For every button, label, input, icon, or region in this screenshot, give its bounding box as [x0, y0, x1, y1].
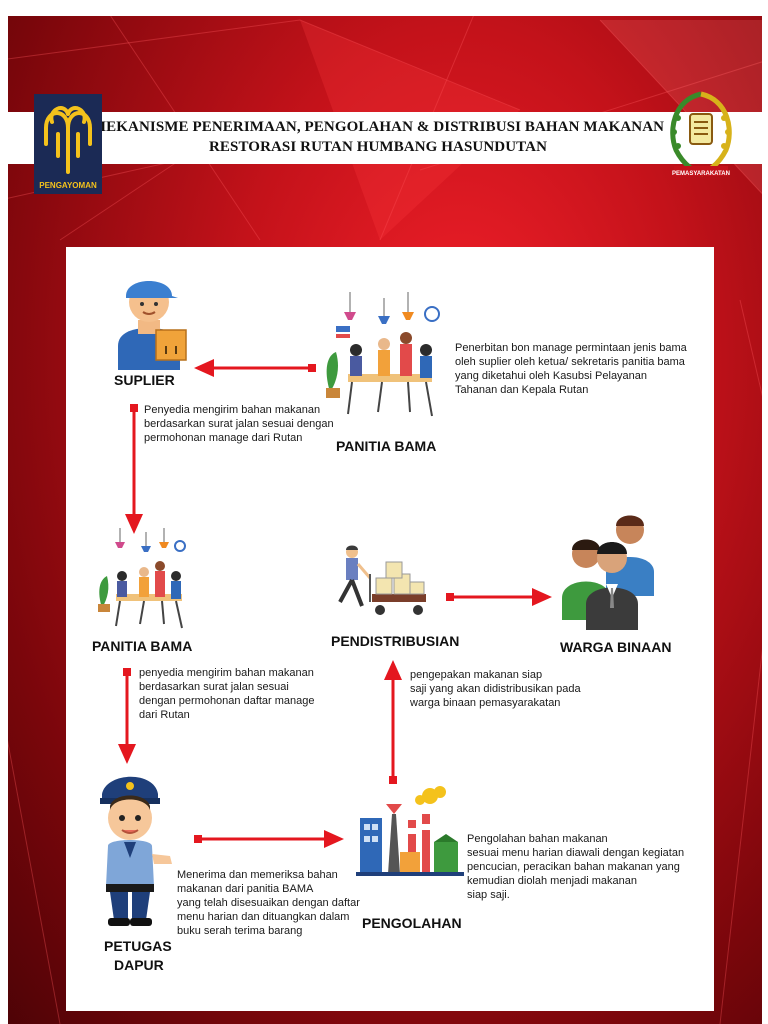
- top-frame: [0, 0, 768, 16]
- panitia-bama-mid-label: PANITIA BAMA: [92, 638, 193, 654]
- logo-right-text: PEMASYARAKATAN: [672, 171, 730, 177]
- arrow-petugas-to-pengolahan: [194, 830, 344, 848]
- note-menerima: Menerima dan memeriksa bahan makanan dar…: [177, 869, 360, 937]
- committee-meeting-icon-top: [326, 292, 440, 417]
- note-pengolahan: Pengolahan bahan makanan sesuai menu har…: [467, 833, 685, 901]
- left-frame: [0, 0, 8, 1024]
- pengayoman-tree-icon: [44, 106, 92, 174]
- note-penerbitan: Penerbitan bon manage permintaan jenis b…: [455, 342, 687, 396]
- right-frame: [762, 0, 768, 1024]
- header-band: [8, 112, 762, 164]
- suplier-label: SUPLIER: [114, 372, 175, 388]
- pemasyarakatan-emblem-icon: [670, 91, 732, 177]
- pendistribusian-label: PENDISTRIBUSIAN: [331, 633, 460, 649]
- factory-processing-icon: [356, 786, 464, 876]
- pengolahan-label: PENGOLAHAN: [362, 915, 462, 931]
- arrow-panitia-to-suplier: [194, 359, 316, 377]
- note-pengepakan: pengepakan makanan siap saji yang akan d…: [410, 669, 581, 709]
- inmates-group-icon: [562, 515, 654, 630]
- logo-left-text: PENGAYOMAN: [39, 181, 97, 190]
- arrow-pendistribusian-to-warga: [446, 588, 552, 606]
- pemasyarakatan-logo: PEMASYARAKATAN: [660, 88, 742, 188]
- title-line-1: MEKANISME PENERIMAAN, PENGOLAHAN & DISTR…: [91, 119, 665, 135]
- kitchen-officer-icon: [100, 776, 172, 926]
- petugas-label: PETUGAS: [104, 938, 172, 954]
- dapur-label: DAPUR: [114, 957, 164, 973]
- arrow-pengolahan-to-pendistribusian: [384, 660, 402, 784]
- delivery-cart-icon: [338, 545, 426, 615]
- note-penyedia-2: penyedia mengirim bahan makanan berdasar…: [139, 667, 315, 721]
- arrow-panitia-to-petugas: [118, 668, 136, 764]
- warga-binaan-label: WARGA BINAAN: [560, 639, 672, 655]
- title-line-2: RESTORASI RUTAN HUMBANG HASUNDUTAN: [208, 139, 548, 155]
- note-penyedia-1: Penyedia mengirim bahan makanan berdasar…: [144, 404, 334, 444]
- panitia-bama-top-label: PANITIA BAMA: [336, 438, 437, 454]
- arrow-suplier-to-panitia: [125, 404, 143, 534]
- committee-meeting-icon-mid: [98, 528, 186, 629]
- pengayoman-logo: PENGAYOMAN: [34, 94, 102, 194]
- supplier-icon: [118, 281, 187, 370]
